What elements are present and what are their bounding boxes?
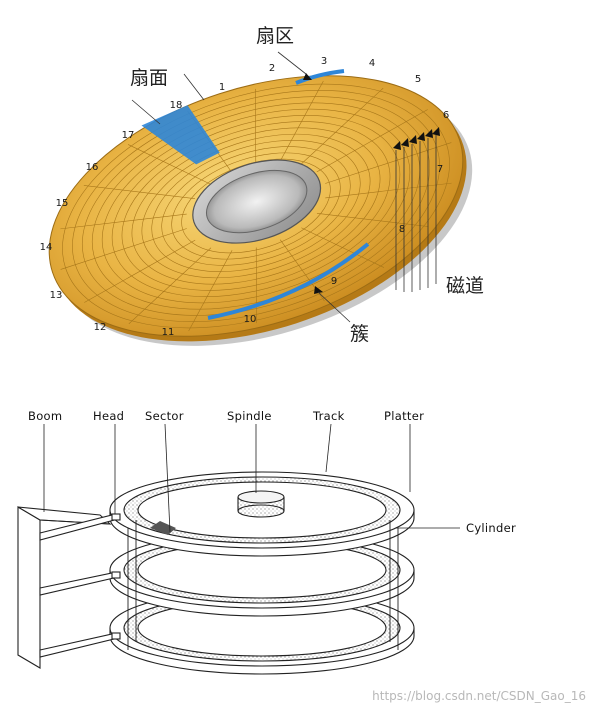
sector-line <box>127 144 211 185</box>
label-platter: Platter <box>384 409 424 423</box>
sector-number: 1 <box>219 82 225 93</box>
disk-sector-lines <box>60 80 452 332</box>
platters <box>109 471 415 675</box>
sector-number: 4 <box>369 58 375 69</box>
head-arms <box>39 513 121 658</box>
disk-hub-hole <box>205 169 308 234</box>
sector-number: 7 <box>437 164 443 175</box>
sector-number: 11 <box>162 327 175 338</box>
sector-line <box>279 80 324 162</box>
label-platter-face-cn: 扇面 <box>130 67 168 89</box>
platter-stack-figure: Boom Head Sector Spindle Track Platter C… <box>17 409 516 675</box>
sector-line <box>83 185 196 199</box>
track-marker-arrows <box>393 127 440 150</box>
sector-number: 2 <box>269 63 275 74</box>
sector-number: 18 <box>170 100 183 111</box>
sector-number: 13 <box>50 290 63 301</box>
sector-number: 15 <box>56 198 69 209</box>
sector-line <box>60 228 187 270</box>
cluster-marker-arrow <box>314 286 323 294</box>
stack-leader-lines <box>43 423 460 533</box>
sector-line <box>255 247 257 324</box>
sector-line <box>316 213 429 227</box>
sector-number: 16 <box>86 162 99 173</box>
sector-line <box>325 142 452 184</box>
label-cluster-cn: 簇 <box>350 323 369 345</box>
label-cylinder: Cylinder <box>466 521 516 535</box>
sector-line <box>84 239 196 303</box>
highlighted-sector-wedge <box>141 105 220 165</box>
sector-number: 17 <box>122 130 135 141</box>
sector-highlight <box>150 521 176 535</box>
sector-number: 8 <box>399 224 405 235</box>
sector-number: 14 <box>40 242 53 253</box>
platter <box>109 471 415 557</box>
cluster-arc-highlight <box>207 242 370 320</box>
label-spindle: Spindle <box>227 409 272 423</box>
sector-number: 9 <box>331 276 337 287</box>
label-head: Head <box>93 409 124 423</box>
watermark: https://blog.csdn.net/CSDN_Gao_16 <box>372 689 586 703</box>
boom-housing <box>17 506 112 669</box>
sector-number: 6 <box>443 110 449 121</box>
sector-line <box>188 250 233 332</box>
label-track-cn: 磁道 <box>446 275 484 297</box>
label-sector-cn: 扇区 <box>256 25 294 47</box>
sector-line <box>316 109 428 173</box>
label-sector: Sector <box>145 409 184 423</box>
sector-line <box>60 213 187 230</box>
sector-number: 12 <box>94 322 107 333</box>
sector-line <box>301 227 385 268</box>
sector-arc-highlight <box>295 69 345 85</box>
sector-line <box>300 87 384 165</box>
label-boom: Boom <box>28 409 62 423</box>
sector-number: 10 <box>244 314 257 325</box>
sector-line <box>255 88 257 165</box>
spindle <box>237 490 285 518</box>
cylinder-outline <box>127 520 399 650</box>
sector-number: 3 <box>321 56 327 67</box>
leader-lines <box>131 51 437 323</box>
sector-line <box>128 247 212 325</box>
sector-line <box>325 182 452 199</box>
label-track: Track <box>312 409 345 423</box>
sector-number: 5 <box>415 74 421 85</box>
sector-marker-arrow <box>303 73 312 80</box>
